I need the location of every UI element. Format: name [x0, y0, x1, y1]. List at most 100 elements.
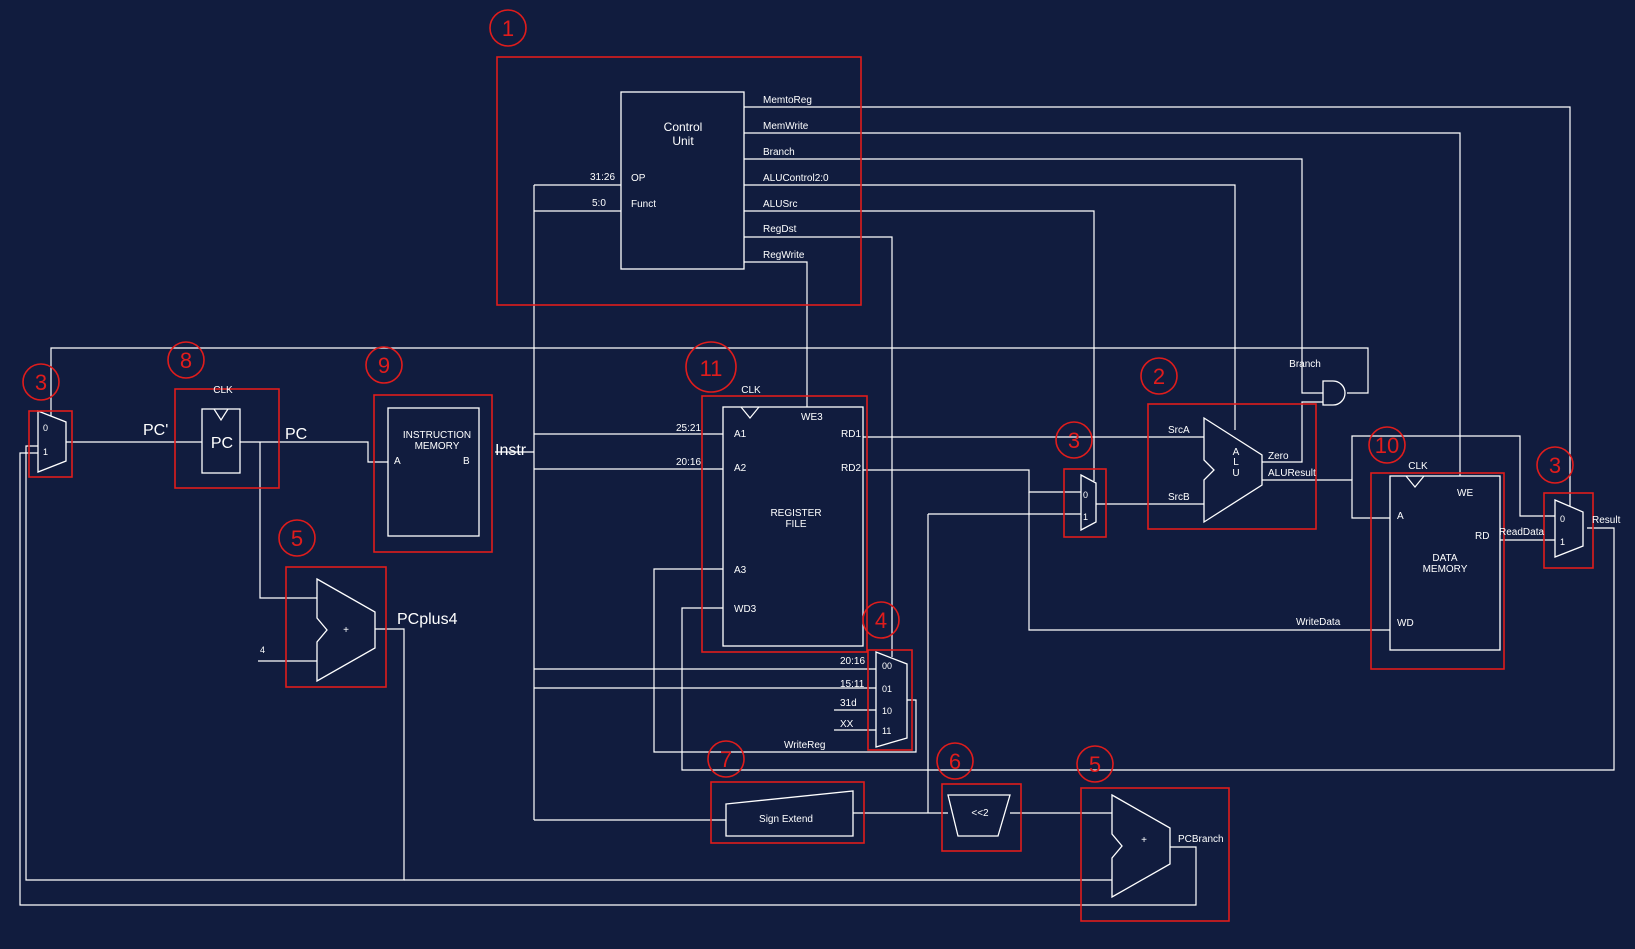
control-funct-port: Funct	[631, 199, 656, 210]
alusrc-mux-in0: 0	[1083, 490, 1088, 500]
number-markers: 1 3 8 9 5 11 4 7 6 5 3 2 10 3	[22, 9, 1574, 783]
control-title-1: Control	[664, 120, 703, 134]
memwrite-label: MemWrite	[763, 121, 809, 132]
datamem-title-1: DATA	[1432, 553, 1458, 564]
control-op-port: OP	[631, 173, 646, 184]
highlight-box-branch-adder	[1080, 787, 1230, 922]
wire-pcbranch	[19, 452, 1197, 906]
datamem-port-rd: RD	[1475, 531, 1489, 542]
branch-label: Branch	[763, 147, 795, 158]
alusrc-mux-in1: 1	[1083, 512, 1088, 522]
branch-and-gate	[1322, 380, 1346, 406]
regfile-a3: A3	[734, 565, 747, 576]
regfile-rd2: RD2	[841, 463, 861, 474]
a2-bits-label: 20:16	[676, 457, 701, 468]
regdst-mux-in00: 00	[882, 661, 892, 671]
highlight-boxes	[28, 56, 1594, 922]
marker-circle-3c	[1536, 446, 1574, 484]
writereg-label: WriteReg	[784, 740, 826, 751]
regdst-src-2016: 20:16	[840, 656, 865, 667]
wire-regwrite	[744, 261, 808, 423]
wire-writedata	[1028, 492, 1390, 631]
regdst-mux-in11: 11	[882, 726, 891, 736]
alu-letter-u: U	[1232, 468, 1239, 479]
marker-1: 1	[502, 16, 514, 41]
memtoreg-label: MemtoReg	[763, 95, 812, 106]
wire-aluresult-bypass	[1351, 435, 1555, 517]
regfile-title-2: FILE	[785, 519, 806, 530]
regdst-label: RegDst	[763, 224, 797, 235]
marker-2: 2	[1153, 364, 1165, 389]
pc-clock-triangle	[213, 408, 229, 422]
wire-result	[681, 527, 1615, 771]
marker-circle-6	[936, 742, 974, 780]
control-funct-bits: 5:0	[592, 198, 606, 209]
marker-circle-7	[707, 740, 745, 778]
wire-pc-to-adder	[259, 442, 317, 599]
regfile-clk-label: CLK	[741, 385, 761, 396]
instr-label: Instr	[495, 442, 527, 459]
marker-circle-3a	[22, 363, 60, 401]
result-label: Result	[1592, 515, 1621, 526]
regfile-clock-triangle	[740, 406, 760, 419]
highlight-box-pcplus4-adder	[285, 566, 387, 688]
wire-memwrite	[744, 132, 1461, 505]
result-mux-in0: 0	[1560, 514, 1565, 524]
pc-register-label: PC	[211, 435, 233, 452]
marker-9: 9	[378, 353, 390, 378]
marker-3-result-mux: 3	[1549, 453, 1561, 478]
sign-extend-unit	[725, 790, 854, 837]
pc-out-label: PC	[285, 426, 307, 443]
marker-10: 10	[1375, 433, 1399, 458]
highlight-box-control	[496, 56, 862, 306]
alu-letter-a: A	[1233, 447, 1240, 458]
instruction-memory-box	[387, 407, 480, 537]
srca-label: SrcA	[1168, 425, 1190, 436]
wire-pcplus4	[25, 445, 405, 881]
and-gate-branch-label: Branch	[1289, 359, 1321, 370]
marker-5-branch: 5	[1089, 752, 1101, 777]
a1-bits-label: 25:21	[676, 423, 701, 434]
marker-circle-10	[1368, 426, 1406, 464]
datamem-port-wd: WD	[1397, 618, 1414, 629]
alu-letter-l: L	[1233, 457, 1239, 468]
highlight-box-instr-mem	[373, 394, 493, 553]
marker-circle-5a	[278, 519, 316, 557]
regfile-title-1: REGISTER	[770, 508, 821, 519]
regdst-mux	[875, 651, 908, 748]
aluresult-label: ALUResult	[1268, 468, 1316, 479]
regfile-a1: A1	[734, 429, 747, 440]
result-mux-in1: 1	[1560, 537, 1565, 547]
highlight-box-alu	[1147, 403, 1317, 530]
wire-regdst	[744, 236, 893, 657]
srcb-label: SrcB	[1168, 492, 1190, 503]
regfile-we3: WE3	[801, 412, 823, 423]
marker-circle-3b	[1055, 421, 1093, 459]
datamem-clock-triangle	[1405, 475, 1425, 488]
wire-memtoreg	[744, 106, 1571, 528]
marker-6: 6	[949, 749, 961, 774]
wire-pc	[240, 441, 388, 463]
control-unit-box	[620, 91, 745, 270]
highlight-box-result-mux	[1543, 492, 1594, 569]
wire-writereg	[653, 568, 917, 753]
highlight-box-regdst-mux	[867, 649, 913, 751]
pc-clk-label: CLK	[213, 385, 233, 396]
instr-mem-port-b: B	[463, 456, 470, 467]
shift-left-unit	[947, 794, 1011, 837]
regdst-src-31d: 31d	[840, 698, 857, 709]
data-memory-box	[1389, 475, 1501, 651]
readdata-label: ReadData	[1499, 527, 1544, 538]
const-4-label: 4	[260, 645, 265, 655]
marker-circle-5b	[1076, 745, 1114, 783]
alucontrol-label: ALUControl2:0	[763, 173, 829, 184]
marker-circle-9	[365, 346, 403, 384]
highlight-box-alusrc-mux	[1063, 468, 1107, 538]
regfile-rd1: RD1	[841, 429, 861, 440]
shift-label: <<2	[971, 808, 989, 819]
instr-mem-title-1: INSTRUCTION	[403, 430, 471, 441]
marker-11: 11	[700, 356, 723, 381]
datamem-title-2: MEMORY	[1423, 564, 1468, 575]
wire-rd2	[863, 469, 1081, 493]
